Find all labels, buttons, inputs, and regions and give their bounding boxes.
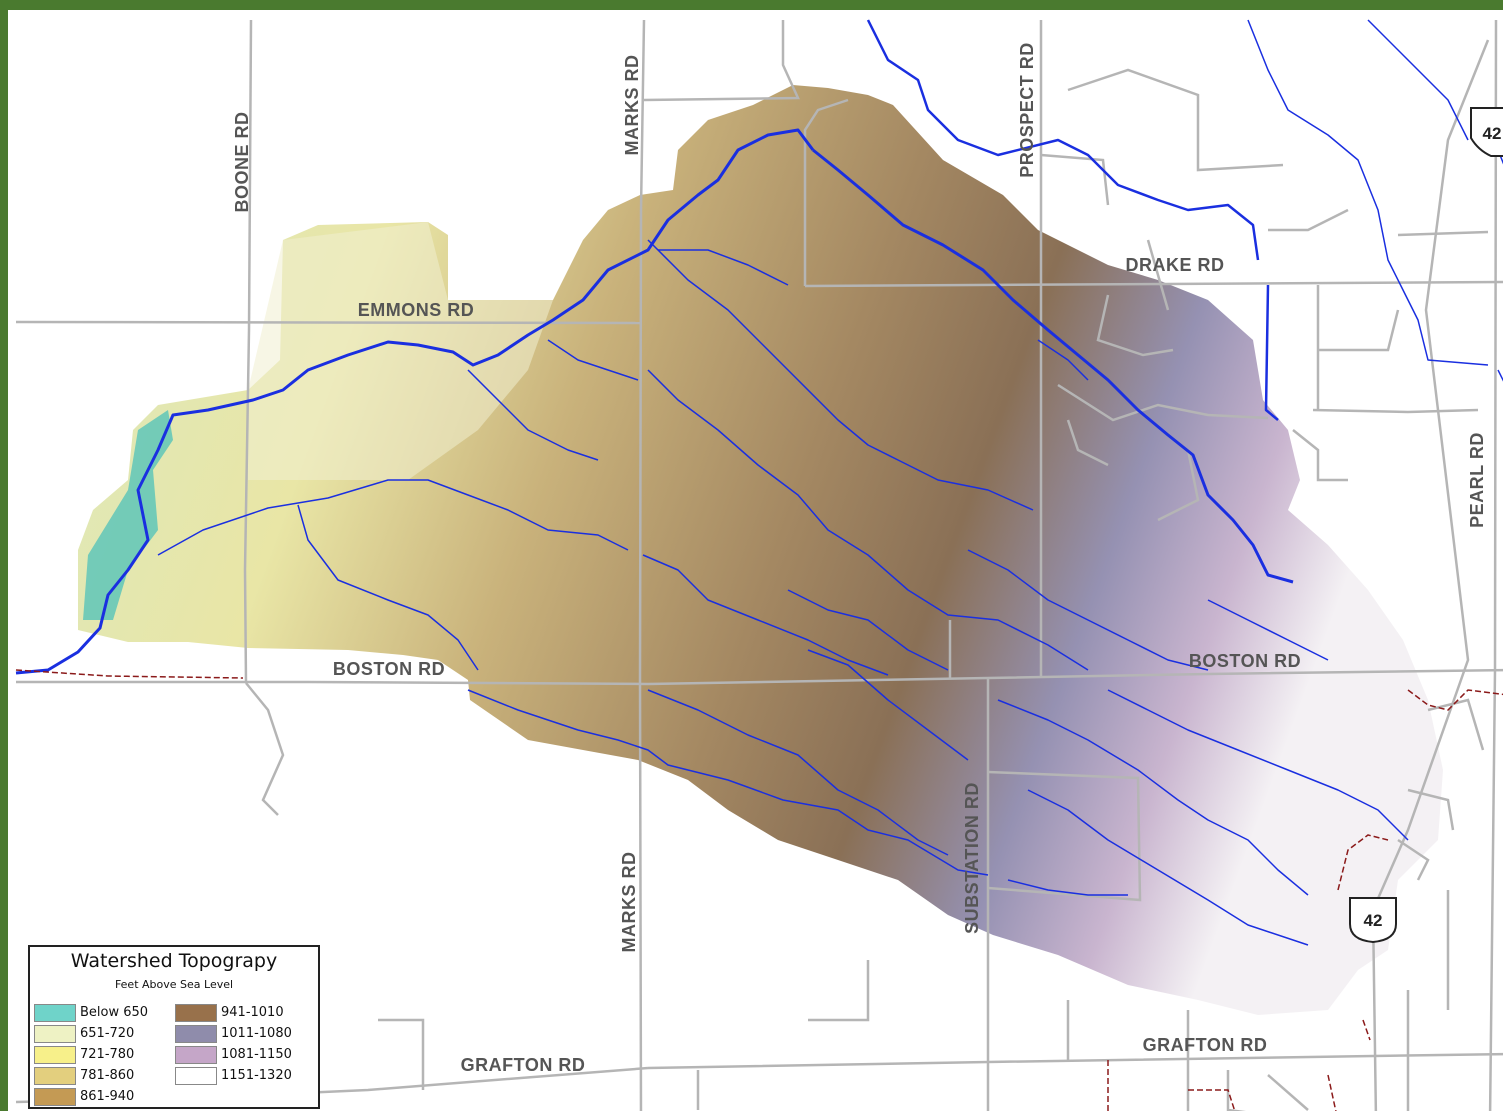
legend-swatch bbox=[34, 1067, 76, 1085]
legend-title: Watershed Topograpy bbox=[70, 950, 278, 972]
emmons-road bbox=[15, 320, 641, 325]
drake-connector bbox=[803, 98, 849, 286]
legend-label: 1081-1150 bbox=[221, 1047, 292, 1062]
label-marks-rd-north: MARKS RD bbox=[622, 55, 642, 156]
legend-label: 781-860 bbox=[80, 1068, 135, 1083]
label-boston-rd-west: BOSTON RD bbox=[333, 659, 445, 679]
route-shield-south-number: 42 bbox=[1364, 911, 1383, 930]
legend-swatch bbox=[175, 1067, 217, 1085]
label-drake-rd: DRAKE RD bbox=[1125, 255, 1224, 275]
drake-road bbox=[804, 280, 1503, 288]
legend-swatch bbox=[34, 1088, 76, 1106]
municipal-boundary bbox=[15, 669, 1503, 1111]
legend-swatch bbox=[175, 1025, 217, 1043]
north-stream-east bbox=[1264, 284, 1279, 421]
boone-road-south bbox=[245, 682, 285, 816]
legend-label: 721-780 bbox=[80, 1047, 135, 1062]
marks-road bbox=[638, 19, 646, 1111]
road-labels: BOONE RD MARKS RD PROSPECT RD DRAKE RD E… bbox=[232, 42, 1487, 1075]
boston-road bbox=[16, 668, 1503, 686]
legend-label: 1011-1080 bbox=[221, 1026, 292, 1041]
watershed-area bbox=[78, 85, 1443, 1015]
legend-swatch bbox=[34, 1046, 76, 1064]
legend-swatch bbox=[175, 1004, 217, 1022]
legend-swatch bbox=[34, 1025, 76, 1043]
label-boone-rd: BOONE RD bbox=[232, 111, 252, 212]
north-stream bbox=[866, 19, 1260, 261]
legend-swatch bbox=[34, 1004, 76, 1022]
legend-label: 1151-1320 bbox=[221, 1068, 292, 1083]
stream-network bbox=[15, 19, 1503, 946]
substation-loop bbox=[987, 770, 1142, 902]
route-shield-south: 42 bbox=[1349, 897, 1397, 944]
label-substation-rd: SUBSTATION RD bbox=[962, 782, 982, 934]
label-prospect-rd: PROSPECT RD bbox=[1017, 42, 1037, 178]
legend-swatch bbox=[175, 1046, 217, 1064]
label-boston-rd-east: BOSTON RD bbox=[1189, 651, 1301, 671]
legend-label: 651-720 bbox=[80, 1026, 135, 1041]
route-shield-north: 42 bbox=[1470, 107, 1503, 157]
label-marks-rd-south: MARKS RD bbox=[619, 852, 639, 953]
grafton-road-east bbox=[647, 1052, 1503, 1070]
label-grafton-rd-west: GRAFTON RD bbox=[461, 1055, 586, 1075]
label-pearl-rd: PEARL RD bbox=[1467, 432, 1487, 528]
legend: Watershed Topograpy Feet Above Sea Level… bbox=[28, 945, 320, 1109]
legend-subtitle: Feet Above Sea Level bbox=[114, 978, 234, 991]
label-grafton-rd-east: GRAFTON RD bbox=[1143, 1035, 1268, 1055]
route-42 bbox=[1371, 39, 1490, 1111]
legend-label: 861-940 bbox=[80, 1089, 135, 1104]
main-stream bbox=[15, 128, 815, 675]
watershed-map[interactable]: BOONE RD MARKS RD PROSPECT RD DRAKE RD E… bbox=[8, 10, 1503, 1111]
low-elevation-shading bbox=[248, 222, 553, 480]
legend-label: Below 650 bbox=[80, 1005, 149, 1020]
pearl-road bbox=[1488, 19, 1498, 1111]
boone-road bbox=[243, 19, 253, 684]
label-emmons-rd: EMMONS RD bbox=[358, 300, 475, 320]
route-shield-north-number: 42 bbox=[1483, 124, 1502, 143]
east-main-stream bbox=[812, 148, 1294, 584]
legend-label: 941-1010 bbox=[221, 1005, 284, 1020]
